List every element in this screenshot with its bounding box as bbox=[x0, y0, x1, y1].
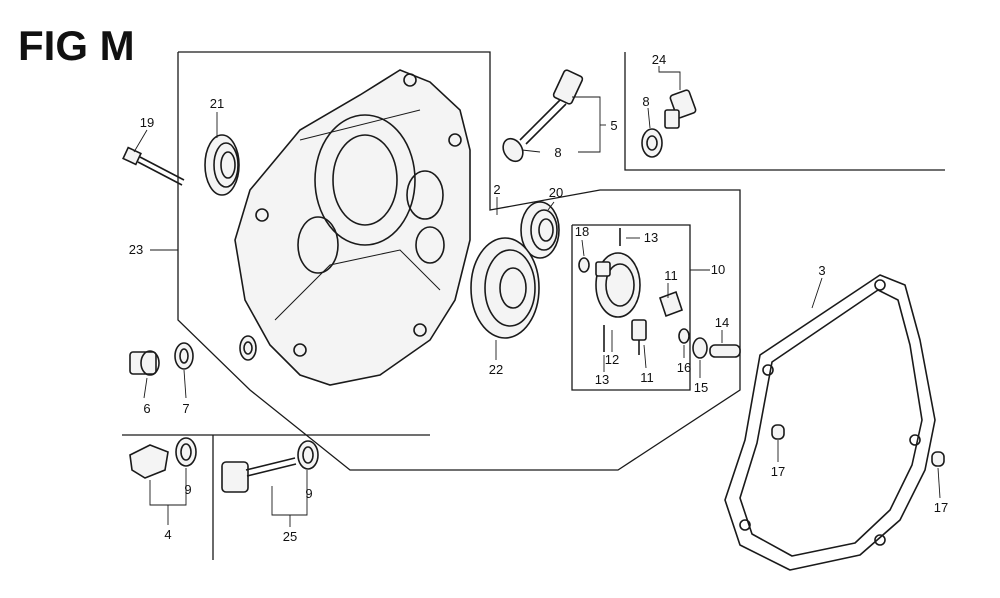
drain-washer bbox=[174, 342, 194, 370]
washer-9a bbox=[175, 437, 197, 467]
cover-washer bbox=[239, 335, 257, 361]
washer-15 bbox=[692, 337, 708, 359]
callout-5: 5 bbox=[610, 118, 617, 133]
callout-7: 7 bbox=[182, 401, 189, 416]
callout-15: 15 bbox=[694, 380, 708, 395]
callout-18: 18 bbox=[575, 224, 589, 239]
callout-9-left: 9 bbox=[184, 482, 191, 497]
figure-title: FIG M bbox=[18, 22, 135, 69]
callout-25: 25 bbox=[283, 529, 297, 544]
gauge-o-ring bbox=[502, 137, 524, 163]
leader-lines bbox=[133, 66, 941, 527]
callout-23: 23 bbox=[129, 242, 143, 257]
callout-9-right: 9 bbox=[305, 486, 312, 501]
dowel-pin-outer bbox=[931, 451, 945, 467]
callout-11-top: 11 bbox=[664, 268, 678, 283]
callout-21: 21 bbox=[210, 96, 224, 111]
plug-group-outline-top bbox=[624, 52, 945, 171]
drain-plug bbox=[129, 350, 160, 376]
shaft-14 bbox=[709, 344, 741, 358]
filler-cap-24 bbox=[664, 89, 697, 129]
callout-20: 20 bbox=[549, 185, 563, 200]
oil-level-gauge bbox=[519, 69, 584, 145]
callout-13-bottom: 13 bbox=[595, 372, 609, 387]
plug-4 bbox=[129, 444, 169, 479]
crankcase-cover bbox=[234, 69, 471, 386]
callout-4: 4 bbox=[164, 527, 171, 542]
flange-bolt bbox=[122, 146, 185, 186]
callout-labels: 21 19 23 6 7 5 8 24 8 2 20 22 18 13 10 1… bbox=[129, 52, 948, 544]
governor-gear bbox=[595, 252, 641, 318]
callout-2: 2 bbox=[493, 182, 500, 197]
callout-17-inner: 17 bbox=[771, 464, 785, 479]
bearing-20 bbox=[520, 201, 560, 259]
governor-slider bbox=[658, 290, 684, 318]
governor-group-outline bbox=[571, 224, 691, 391]
callout-14: 14 bbox=[715, 315, 729, 330]
case-gasket bbox=[724, 274, 936, 571]
bearing-22 bbox=[470, 237, 540, 339]
callout-6: 6 bbox=[143, 401, 150, 416]
callout-22: 22 bbox=[489, 362, 503, 377]
callout-24: 24 bbox=[652, 52, 666, 67]
main-group-outline bbox=[177, 51, 741, 471]
callout-11-bottom: 11 bbox=[640, 370, 654, 385]
washer-18 bbox=[578, 257, 590, 273]
dowel-pin-inner bbox=[771, 424, 785, 440]
washer-16 bbox=[678, 328, 690, 344]
callout-17-outer: 17 bbox=[934, 500, 948, 515]
filler-o-ring-top bbox=[641, 128, 663, 158]
callout-3: 3 bbox=[818, 263, 825, 278]
callout-10: 10 bbox=[711, 262, 725, 277]
callout-13-top: 13 bbox=[644, 230, 658, 245]
washer-9b bbox=[297, 440, 319, 470]
governor-holder bbox=[631, 319, 647, 355]
callout-8-gauge: 8 bbox=[554, 145, 561, 160]
callout-16: 16 bbox=[677, 360, 691, 375]
callout-12: 12 bbox=[605, 352, 619, 367]
callout-19: 19 bbox=[140, 115, 154, 130]
bearing-small bbox=[204, 134, 240, 196]
gauge-25 bbox=[221, 457, 297, 493]
callout-8-cap: 8 bbox=[642, 94, 649, 109]
